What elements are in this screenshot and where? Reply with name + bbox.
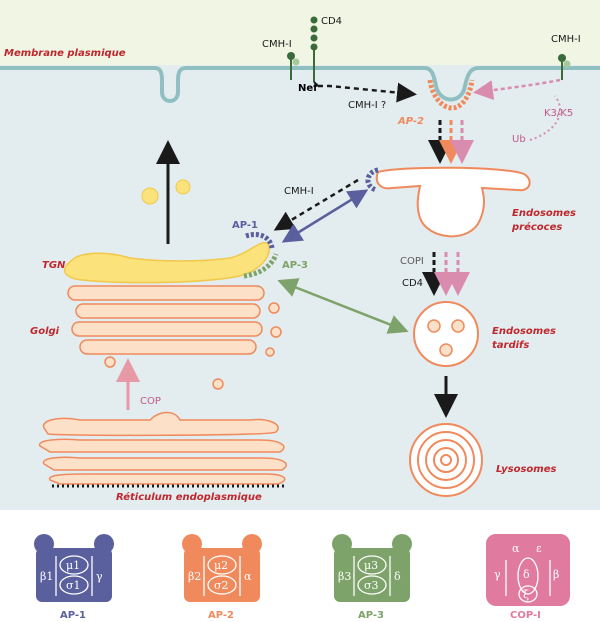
ap1-gamma-label: γ [96,570,103,583]
ap3-mid-label: AP-3 [282,260,308,271]
cmh-i-receptor-left [287,52,300,80]
early-endosomes-label-1: Endosomes [512,208,576,219]
vesicle-yellow-1 [141,187,159,205]
lysosomes-label: Lysosomes [496,464,557,475]
endoplasmic-reticulum [39,411,287,485]
late-endosomes-label-2: tardifs [492,340,529,351]
copi-beta-label: β [553,568,559,581]
ap1-coat-tgn [245,232,275,249]
cd4-top-label: CD4 [321,16,342,27]
ap3-name: AP-3 [358,610,384,621]
ap3-mu-label: μ3 [364,559,378,572]
late-endosomes-label-1: Endosomes [492,326,556,337]
k3k5-arrow [473,78,561,101]
vesicle-yellow-2 [175,179,191,195]
complex-ap1 [34,534,114,602]
ap2-beta-label: β2 [188,570,201,583]
ap2-mu-label: μ2 [214,559,228,572]
cmh-i-left-label: CMH-I [262,39,292,50]
cmh-i-question-label: CMH-I ? [348,100,386,111]
cmh-i-right-label: CMH-I [551,34,581,45]
ap2-alpha-label: α [244,570,252,583]
ap1-beta-label: β1 [40,570,53,583]
ap1-name: AP-1 [60,610,86,621]
nef-connector [313,81,319,87]
ap1-mid-label: AP-1 [232,220,258,231]
cmh-i-receptor-right [558,54,571,80]
ap2-name: AP-2 [208,610,234,621]
tgn [63,241,270,284]
ap2-top-label: AP-2 [397,116,424,127]
cmh-i-mid-label: CMH-I [284,186,314,197]
ap2-coat [427,79,475,111]
cd4-receptor [310,16,318,82]
ap3-beta-label: β3 [338,570,351,583]
ap3-bidirectional-arrow [277,278,409,334]
cop-label: COP [140,396,161,407]
ub-label: Ub [512,134,526,145]
copi-label: COPI [400,256,424,267]
late-endosome [413,301,479,367]
membrane-label: Membrane plasmique [4,48,126,59]
nef-arrow [318,82,417,103]
ap1-sigma-label: σ1 [66,579,81,592]
ap3-sigma-label: σ3 [364,579,379,592]
nef-label: Nef [298,83,318,94]
early-endosome [375,166,531,238]
early-endosomes-label-2: précoces [511,221,562,233]
ap1-coat-endosome [365,167,379,193]
k3k5-label: K3/K5 [544,108,573,119]
reticulum-label: Réticulum endoplasmique [116,491,262,503]
plasma-membrane [0,66,600,103]
copi-name: COP-I [510,610,541,621]
ap1-mu-label: μ1 [66,559,80,572]
copi-epsilon-label: ε [536,542,542,555]
complex-ap2 [182,534,262,602]
ap2-sigma-label: σ2 [214,579,229,592]
copi-alpha-label: α [512,542,520,555]
ap1-bidirectional-arrow [281,189,369,243]
cd4-mid-label: CD4 [402,278,423,289]
complex-copi [486,534,570,606]
lysosome [409,423,483,497]
complex-ap3 [332,534,412,602]
extracellular-space [0,0,600,65]
copi-xi-label: ξ [523,588,529,601]
ap3-delta-label: δ [394,570,401,583]
copi-delta-label: δ [523,568,530,581]
ub-dotted-line [529,95,562,141]
copi-gamma-label: γ [494,568,501,581]
tgn-label: TGN [42,260,66,271]
ap3-coat-tgn [243,253,279,279]
golgi-stack [67,285,282,390]
golgi-label: Golgi [30,326,60,337]
